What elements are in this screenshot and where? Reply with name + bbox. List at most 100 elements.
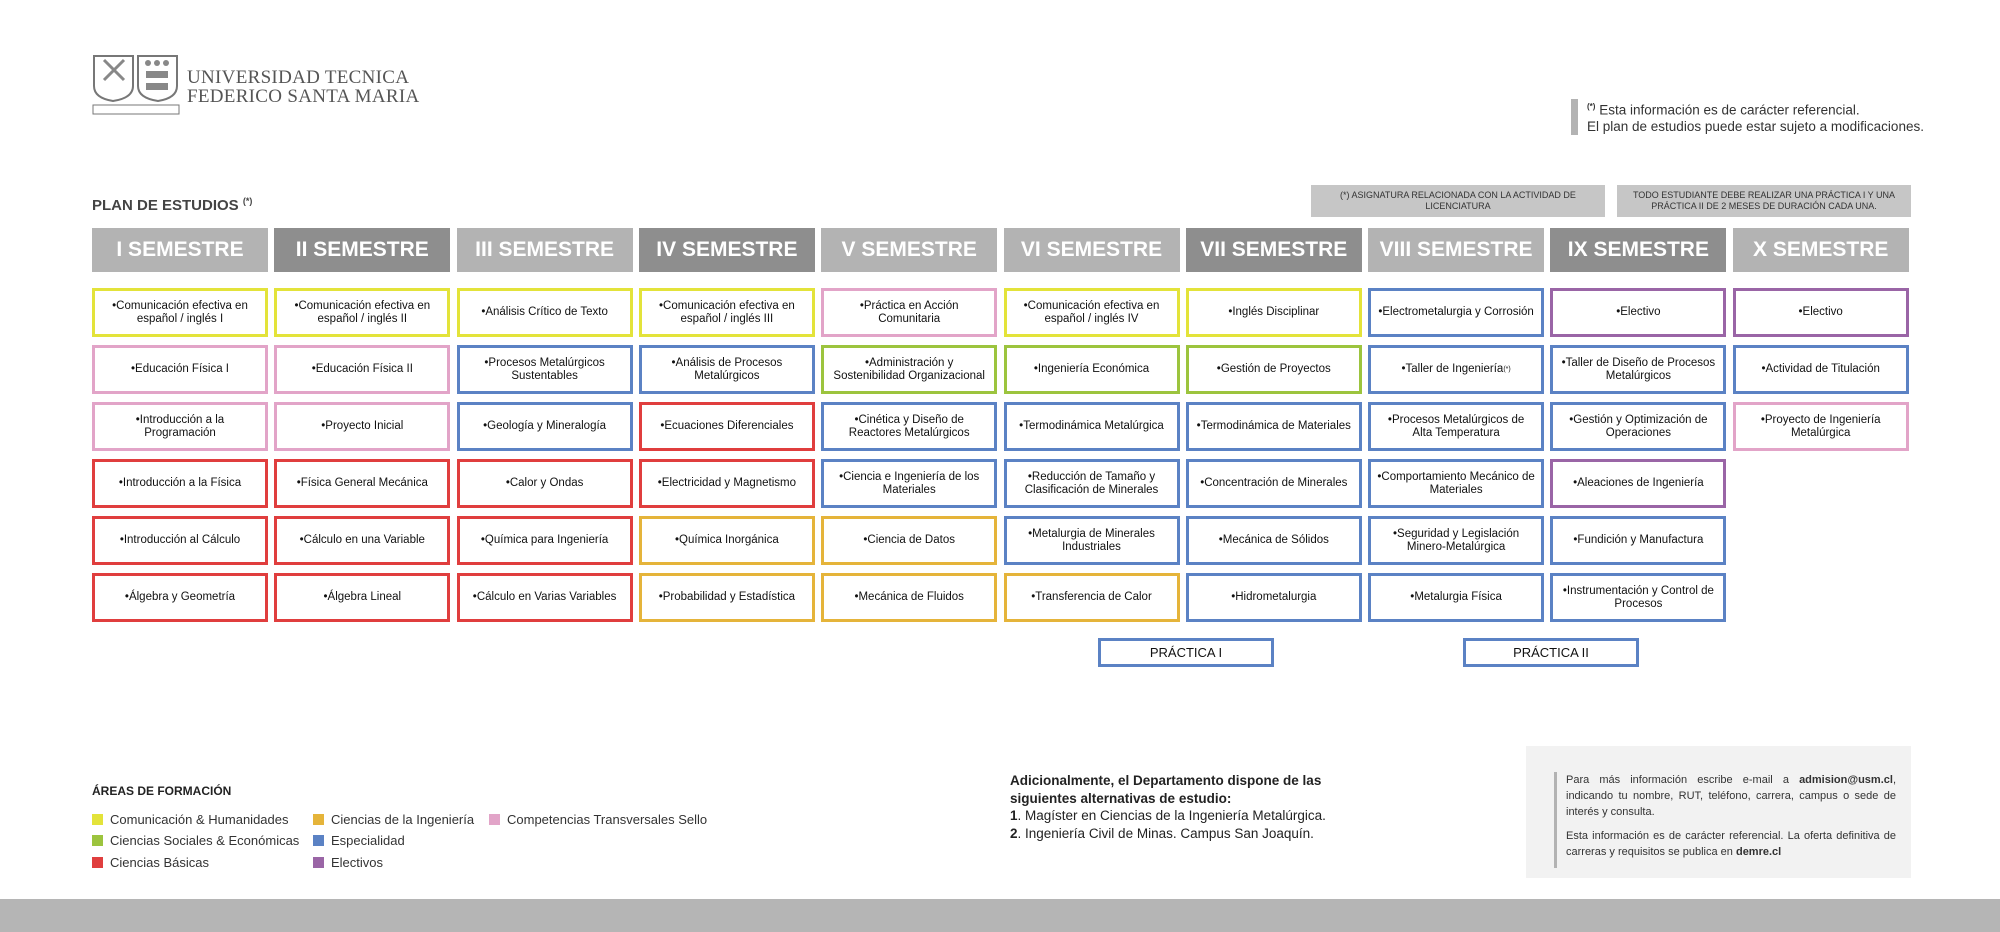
course-name: •Educación Física II bbox=[311, 363, 413, 375]
legend-item-com: Comunicación & Humanidades bbox=[92, 812, 288, 827]
course-name: •Cálculo en una Variable bbox=[299, 534, 425, 546]
legend-swatch bbox=[92, 857, 103, 868]
course-name: •Práctica en Acción Comunitaria bbox=[859, 299, 959, 325]
info-disclaimer-text: Esta información es de carácter referenc… bbox=[1566, 830, 1896, 858]
course-name: •Mecánica de Sólidos bbox=[1218, 534, 1329, 546]
course-box: •Educación Física I bbox=[92, 345, 268, 394]
email-link[interactable]: admision@usm.cl bbox=[1799, 774, 1893, 786]
course-box: •Concentración de Minerales bbox=[1185, 459, 1362, 508]
note-mark: (*) bbox=[1587, 102, 1596, 111]
course-box: •Electrometalurgia y Corrosión bbox=[1368, 288, 1545, 337]
semester-header: VI SEMESTRE bbox=[1003, 228, 1180, 272]
course-box: •Hidrometalurgia bbox=[1185, 573, 1362, 622]
course-name: •Cálculo en Varias Variables bbox=[472, 591, 617, 603]
semester-header: III SEMESTRE bbox=[456, 228, 633, 272]
university-logo bbox=[92, 54, 180, 116]
course-name: •Metalurgia de Minerales Industriales bbox=[1028, 527, 1155, 553]
legend-swatch bbox=[489, 814, 500, 825]
course-name: •Hidrometalurgia bbox=[1231, 591, 1317, 603]
demre-link[interactable]: demre.cl bbox=[1735, 846, 1782, 858]
legend-label: Competencias Transversales Sello bbox=[507, 812, 708, 827]
course-box: •Procesos Metalúrgicos Sustentables bbox=[456, 345, 633, 394]
course-name: •Análisis de Procesos Metalúrgicos bbox=[671, 356, 783, 382]
course-name: •Inglés Disciplinar bbox=[1228, 306, 1320, 318]
course-box: •Práctica en Acción Comunitaria bbox=[821, 288, 998, 337]
legend-swatch bbox=[313, 835, 324, 846]
legend-label: Electivos bbox=[331, 855, 384, 870]
legend-item-esp: Especialidad bbox=[313, 833, 405, 848]
course-box: •Fundición y Manufactura bbox=[1550, 516, 1727, 565]
course-box: •Física General Mecánica bbox=[274, 459, 451, 508]
course-box: •Introducción a la Programación bbox=[92, 402, 268, 451]
course-name: •Termodinámica Metalúrgica bbox=[1019, 420, 1164, 432]
info-contact: Para más información escribe e-mail a ad… bbox=[1566, 772, 1896, 820]
course-name: •Física General Mecánica bbox=[296, 477, 428, 489]
course-name: •Procesos Metalúrgicos de Alta Temperatu… bbox=[1387, 413, 1525, 439]
alternative-item: 2. Ingeniería Civil de Minas. Campus San… bbox=[1010, 825, 1390, 843]
course-box: •Calor y Ondas bbox=[456, 459, 633, 508]
course-name: •Seguridad y Legislación Minero-Metalúrg… bbox=[1393, 527, 1520, 553]
course-box: •Reducción de Tamaño y Clasificación de … bbox=[1003, 459, 1180, 508]
legend-item-bas: Ciencias Básicas bbox=[92, 855, 209, 870]
course-name: •Proyecto de Ingeniería Metalúrgica bbox=[1760, 413, 1881, 439]
course-box: •Instrumentación y Control de Procesos bbox=[1550, 573, 1727, 622]
course-box: •Educación Física II bbox=[274, 345, 451, 394]
course-name: •Introducción a la Programación bbox=[135, 413, 225, 439]
course-box: •Gestión de Proyectos bbox=[1185, 345, 1362, 394]
course-box: •Metalurgia Física bbox=[1368, 573, 1545, 622]
licenciatura-note: (*) ASIGNATURA RELACIONADA CON LA ACTIVI… bbox=[1311, 185, 1605, 217]
course-name: •Comunicación efectiva en español / ingl… bbox=[659, 299, 795, 325]
legend-label: Especialidad bbox=[331, 833, 405, 848]
study-alternatives: Adicionalmente, el Departamento dispone … bbox=[1010, 772, 1390, 842]
course-name: •Ecuaciones Diferenciales bbox=[660, 420, 794, 432]
course-box: •Comunicación efectiva en español / ingl… bbox=[92, 288, 268, 337]
course-box: •Geología y Mineralogía bbox=[456, 402, 633, 451]
course-box: •Cinética y Diseño de Reactores Metalúrg… bbox=[821, 402, 998, 451]
course-box: •Ecuaciones Diferenciales bbox=[638, 402, 815, 451]
course-name: •Termodinámica de Materiales bbox=[1196, 420, 1351, 432]
course-box: •Ciencia e Ingeniería de los Materiales bbox=[821, 459, 998, 508]
university-name: UNIVERSIDAD TECNICA FEDERICO SANTA MARIA bbox=[187, 68, 420, 106]
course-name: •Ciencia e Ingeniería de los Materiales bbox=[839, 470, 980, 496]
course-name: •Cinética y Diseño de Reactores Metalúrg… bbox=[848, 413, 970, 439]
legend-label: Ciencias de la Ingeniería bbox=[331, 812, 475, 827]
course-name: •Instrumentación y Control de Procesos bbox=[1562, 584, 1714, 610]
course-name: •Educación Física I bbox=[131, 363, 229, 375]
course-mark: (*) bbox=[1503, 366, 1511, 373]
page-title-mark: (*) bbox=[242, 196, 253, 206]
course-name: •Electivo bbox=[1616, 306, 1661, 318]
course-box: •Introducción al Cálculo bbox=[92, 516, 268, 565]
course-box: •Análisis Crítico de Texto bbox=[456, 288, 633, 337]
course-name: •Introducción al Cálculo bbox=[119, 534, 241, 546]
course-box: •Comunicación efectiva en español / ingl… bbox=[638, 288, 815, 337]
legend-item-sel: Competencias Transversales Sello bbox=[489, 812, 707, 827]
semester-header: IV SEMESTRE bbox=[638, 228, 815, 272]
page-title: PLAN DE ESTUDIOS (*) bbox=[92, 196, 252, 214]
course-box: •Termodinámica de Materiales bbox=[1185, 402, 1362, 451]
course-name: •Gestión y Optimización de Operaciones bbox=[1569, 413, 1708, 439]
info-disclaimer: Esta información es de carácter referenc… bbox=[1566, 828, 1896, 860]
course-name: •Álgebra Lineal bbox=[323, 591, 402, 603]
course-name: •Calor y Ondas bbox=[505, 477, 584, 489]
semester-header: VII SEMESTRE bbox=[1185, 228, 1362, 272]
semester-header: V SEMESTRE bbox=[821, 228, 998, 272]
course-name: •Álgebra y Geometría bbox=[124, 591, 236, 603]
alternative-number: 1 bbox=[1010, 808, 1018, 823]
semester-header: I SEMESTRE bbox=[92, 228, 268, 272]
course-box: •Procesos Metalúrgicos de Alta Temperatu… bbox=[1368, 402, 1545, 451]
course-name: •Ingeniería Económica bbox=[1033, 363, 1150, 375]
course-name: •Actividad de Titulación bbox=[1761, 363, 1880, 375]
course-box: •Cálculo en Varias Variables bbox=[456, 573, 633, 622]
course-name: •Procesos Metalúrgicos Sustentables bbox=[484, 356, 605, 382]
course-name: •Gestión de Proyectos bbox=[1216, 363, 1331, 375]
course-name: •Ciencia de Datos bbox=[863, 534, 955, 546]
legend-title: ÁREAS DE FORMACIÓN bbox=[92, 784, 232, 798]
semester-header: VIII SEMESTRE bbox=[1368, 228, 1545, 272]
course-box: •Introducción a la Física bbox=[92, 459, 268, 508]
course-name: •Concentración de Minerales bbox=[1200, 477, 1348, 489]
course-name: •Electricidad y Magnetismo bbox=[657, 477, 797, 489]
practica-2-box: PRÁCTICA II bbox=[1463, 638, 1639, 667]
course-name: •Reducción de Tamaño y Clasificación de … bbox=[1024, 470, 1159, 496]
course-name: •Química para Ingeniería bbox=[480, 534, 609, 546]
course-name: •Geología y Mineralogía bbox=[483, 420, 607, 432]
